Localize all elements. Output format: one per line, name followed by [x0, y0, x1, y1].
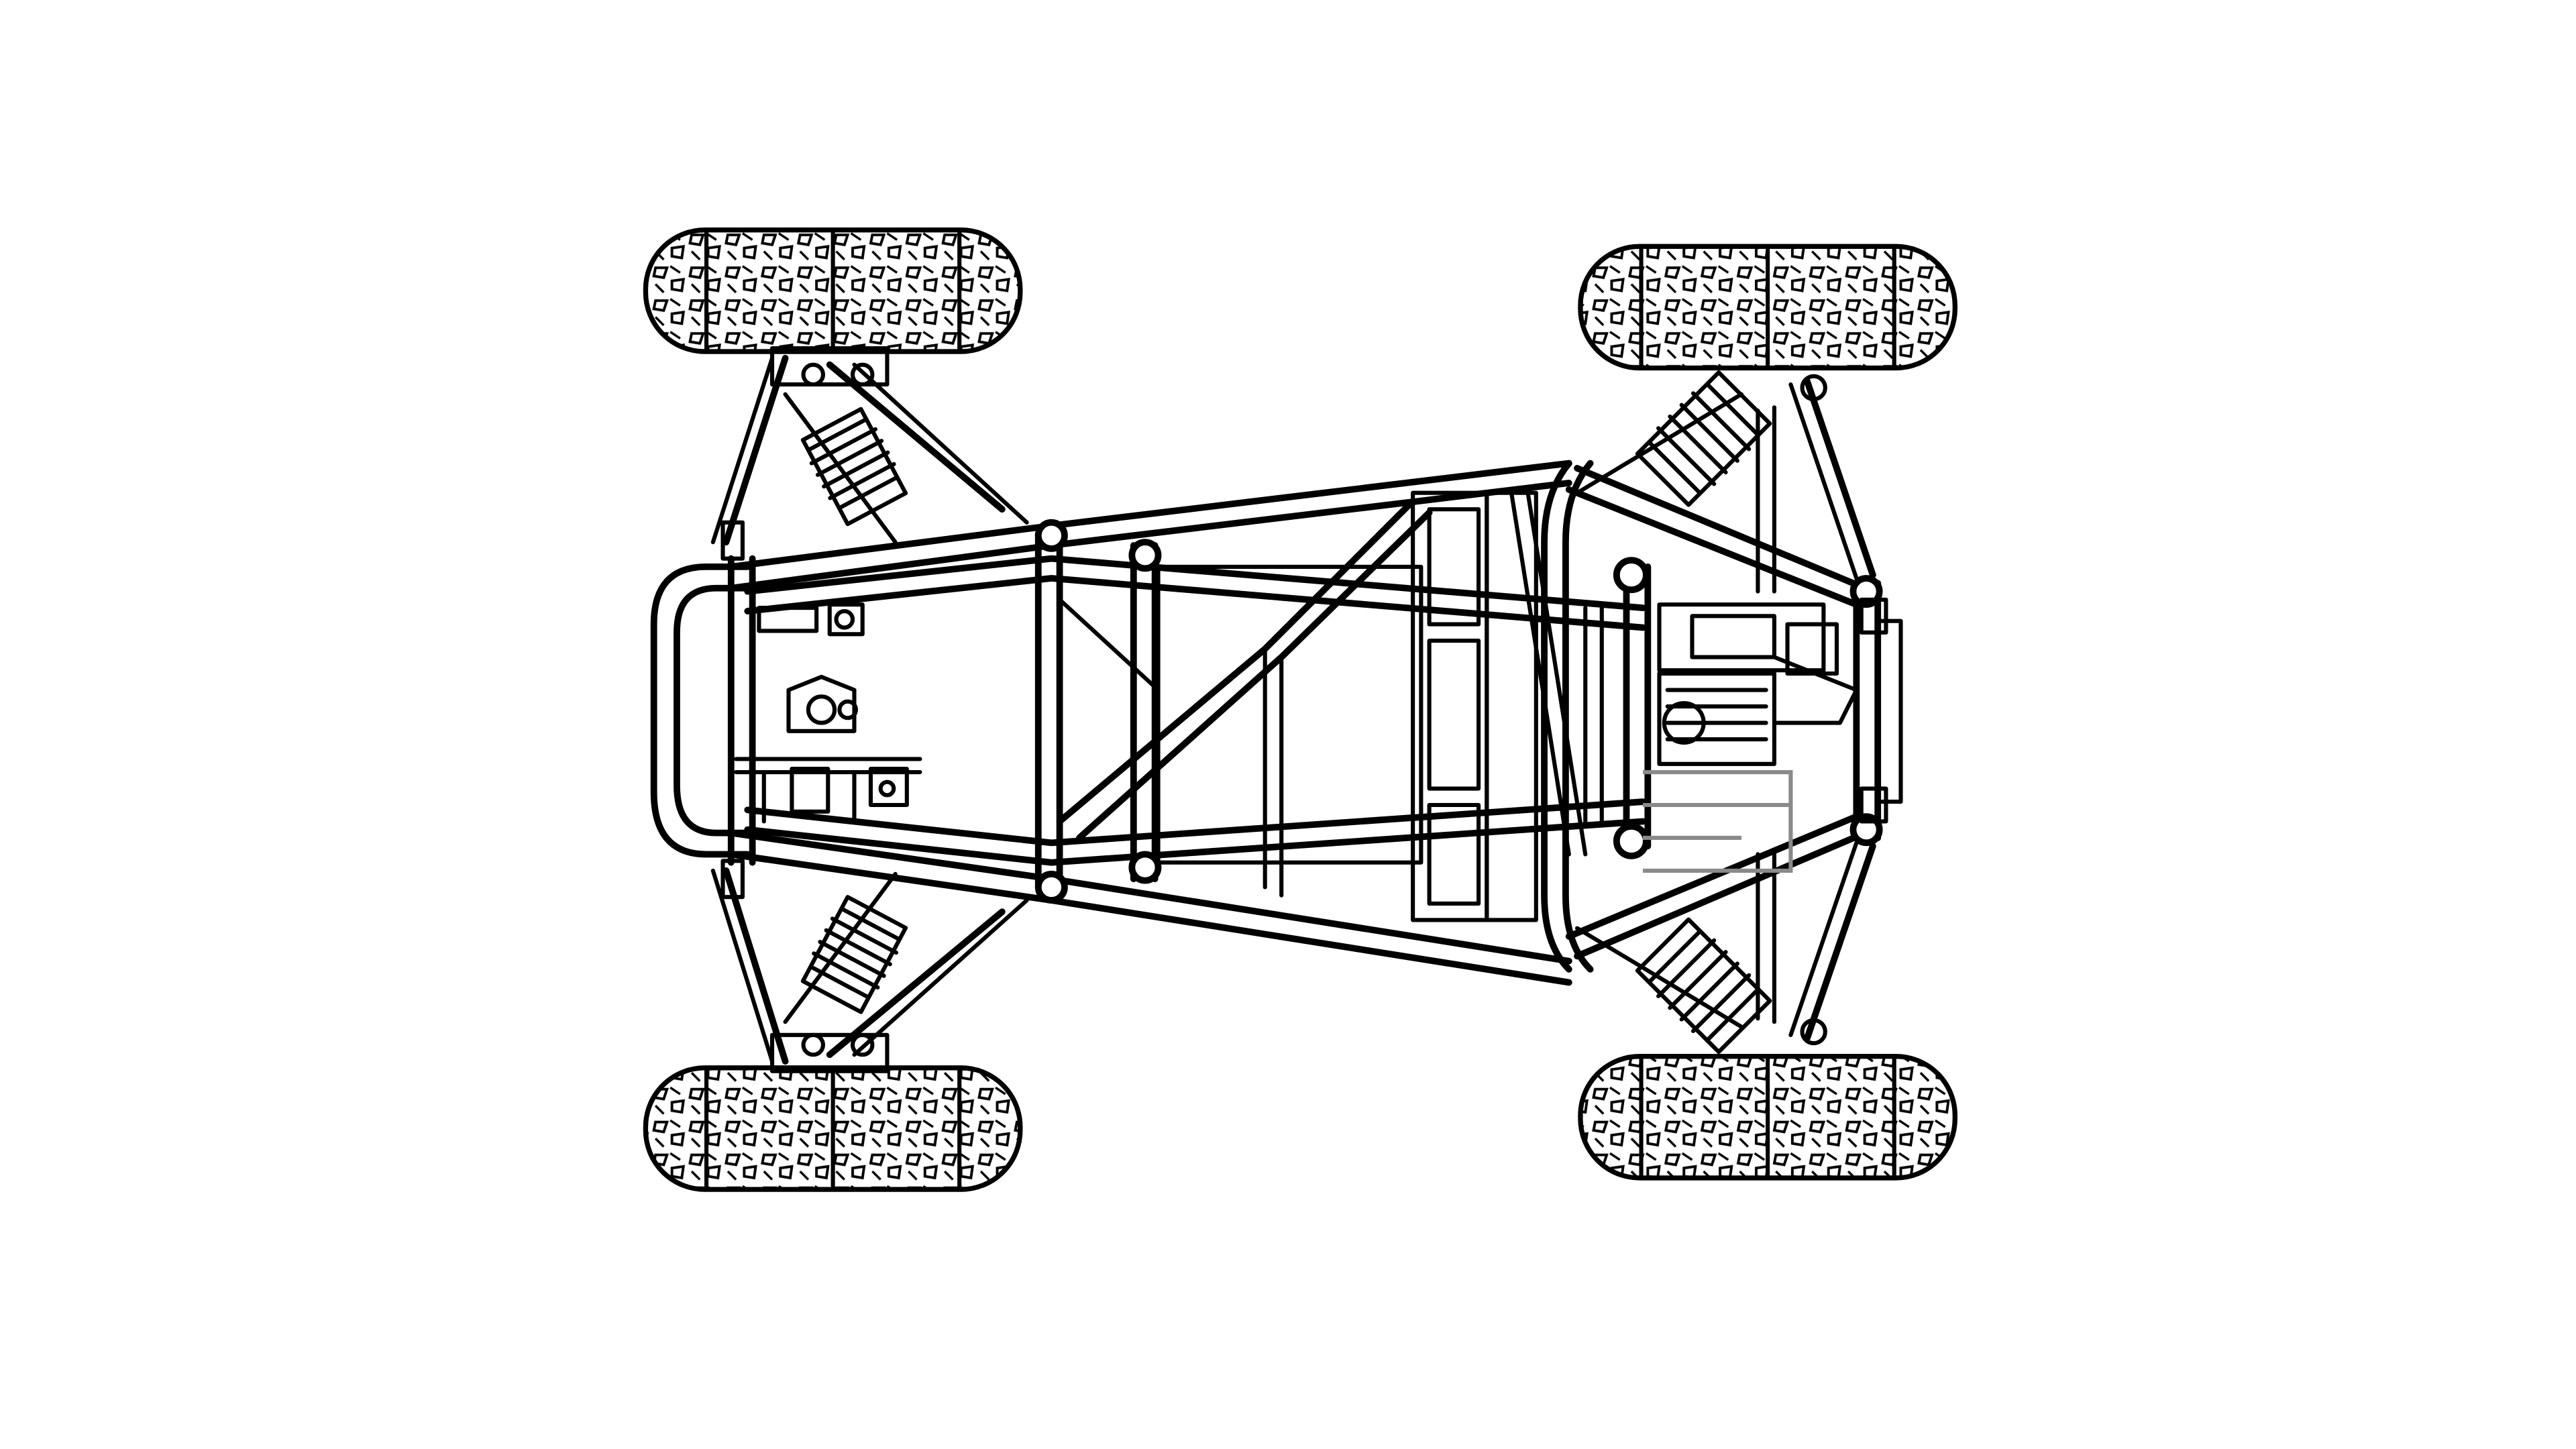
floor-panels — [1156, 490, 1538, 922]
rear-suspension-left — [1574, 370, 1876, 594]
front-right-shock — [800, 895, 908, 1014]
engine-assembly — [1583, 597, 1903, 873]
rear-left-shock — [1635, 370, 1772, 507]
wheel-rear-left — [1578, 244, 1957, 371]
rear-right-shock — [1635, 917, 1772, 1055]
front-suspension-left — [710, 346, 1029, 561]
wheel-front-left — [643, 227, 1023, 354]
wheel-front-right — [643, 1065, 1023, 1192]
wheel-rear-right — [1578, 1054, 1957, 1181]
frame — [650, 460, 1883, 986]
front-left-shock — [800, 407, 908, 527]
steering-and-pedals — [734, 602, 922, 824]
front-suspension-right — [710, 859, 1029, 1073]
